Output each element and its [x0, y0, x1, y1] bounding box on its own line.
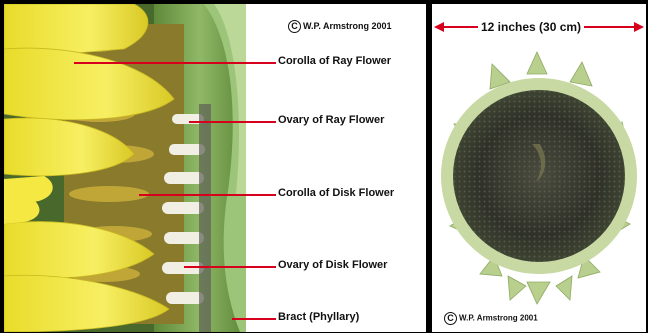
dimension-label: 12 inches (30 cm) [478, 20, 584, 34]
cross-section-panel: CW.P. Armstrong 2001 Corolla of Ray Flow… [4, 4, 426, 332]
copyright-icon: C [444, 312, 457, 325]
leader-line [139, 194, 276, 196]
label-ovary-ray: Ovary of Ray Flower [278, 114, 384, 126]
leader-line [232, 318, 276, 320]
copyright-icon: C [288, 20, 301, 33]
copyright-text: CW.P. Armstrong 2001 [444, 312, 538, 325]
copyright-label: W.P. Armstrong 2001 [459, 314, 538, 323]
leader-line [189, 121, 276, 123]
label-corolla-disk: Corolla of Disk Flower [278, 187, 394, 199]
label-bract: Bract (Phyllary) [278, 311, 359, 323]
leader-line [184, 266, 276, 268]
label-corolla-ray: Corolla of Ray Flower [278, 55, 391, 67]
copyright-text: CW.P. Armstrong 2001 [288, 20, 392, 33]
copyright-label: W.P. Armstrong 2001 [303, 21, 392, 31]
sunflower-cross-section-photo [4, 4, 426, 332]
label-ovary-disk: Ovary of Disk Flower [278, 259, 387, 271]
seed-head-panel: 12 inches (30 cm) [432, 4, 646, 332]
leader-line [74, 62, 276, 64]
dimension-arrow [432, 4, 646, 64]
